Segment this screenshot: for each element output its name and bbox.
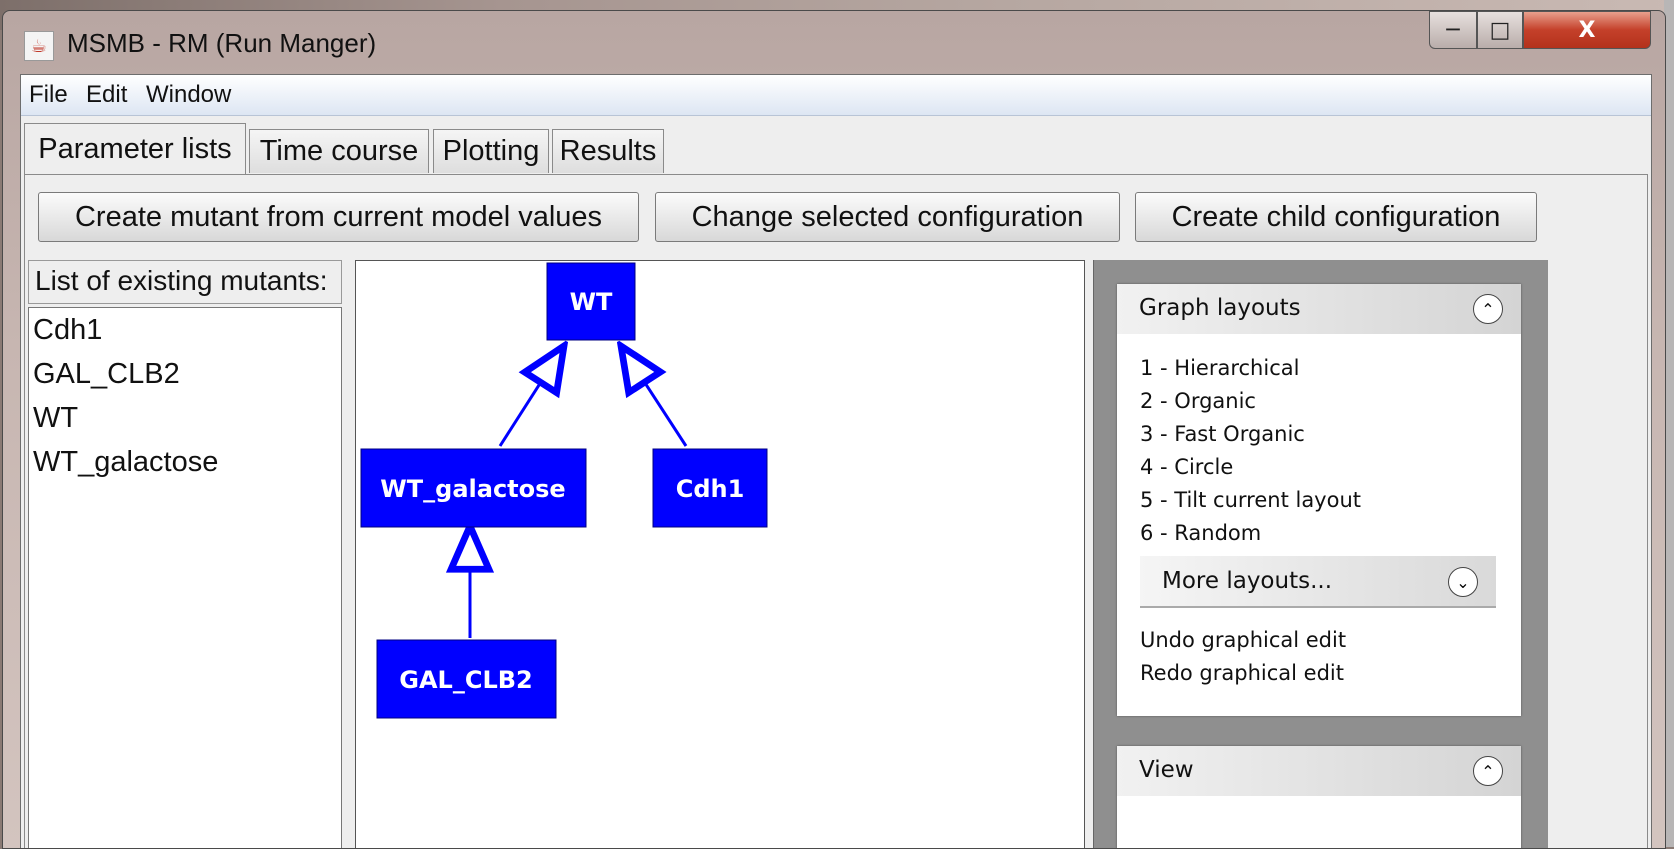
view-card: View ⌃: [1117, 746, 1521, 848]
mutant-list-header: List of existing mutants:: [28, 260, 342, 304]
layout-circle[interactable]: 4 - Circle: [1140, 455, 1234, 479]
configuration-graph[interactable]: WT WT_galactose Cdh1 GAL_CLB2: [355, 260, 1085, 849]
graph-layouts-title: Graph layouts: [1139, 295, 1301, 321]
layout-organic[interactable]: 2 - Organic: [1140, 389, 1256, 413]
tab-plotting[interactable]: Plotting: [433, 129, 549, 173]
tab-time-course[interactable]: Time course: [249, 129, 429, 173]
layout-fast-organic[interactable]: 3 - Fast Organic: [1140, 422, 1305, 446]
maximize-button[interactable]: □: [1477, 11, 1523, 49]
edge-wtgalactose-wt[interactable]: [498, 346, 564, 447]
list-item[interactable]: WT_galactose: [33, 446, 219, 478]
title-bar[interactable]: ☕ MSMB - RM (Run Manger) ─ □ X: [3, 11, 1665, 75]
list-item[interactable]: WT: [33, 402, 79, 434]
svg-text:WT_galactose: WT_galactose: [380, 475, 565, 503]
graph-layouts-header[interactable]: Graph layouts ⌃: [1117, 284, 1521, 334]
parameter-lists-panel: Create mutant from current model values …: [24, 174, 1648, 849]
mutant-list[interactable]: Cdh1 GAL_CLB2 WT WT_galactose: [28, 307, 342, 848]
mutant-list-panel: List of existing mutants: Cdh1 GAL_CLB2 …: [28, 260, 344, 848]
expand-icon[interactable]: ⌄: [1448, 567, 1478, 597]
svg-text:GAL_CLB2: GAL_CLB2: [399, 666, 532, 694]
java-app-icon[interactable]: ☕: [24, 31, 54, 61]
more-layouts-section[interactable]: More layouts... ⌄: [1140, 556, 1496, 608]
tab-results[interactable]: Results: [552, 129, 664, 173]
window-title: MSMB - RM (Run Manger): [67, 28, 377, 58]
task-pane: Graph layouts ⌃ 1 - Hierarchical 2 - Org…: [1093, 260, 1548, 848]
collapse-icon[interactable]: ⌃: [1473, 756, 1503, 786]
edge-cdh1-wt[interactable]: [621, 346, 688, 447]
menu-window[interactable]: Window: [146, 81, 232, 108]
tab-parameter-lists[interactable]: Parameter lists: [24, 123, 246, 175]
layout-random[interactable]: 6 - Random: [1140, 521, 1262, 545]
graph-node-gal-clb2[interactable]: GAL_CLB2: [376, 639, 557, 719]
redo-graphical-edit[interactable]: Redo graphical edit: [1140, 661, 1344, 685]
svg-text:Cdh1: Cdh1: [676, 475, 745, 503]
menu-file[interactable]: File: [29, 81, 68, 108]
graph-node-wt[interactable]: WT: [546, 262, 636, 341]
create-child-configuration-button[interactable]: Create child configuration: [1135, 192, 1537, 242]
svg-text:WT: WT: [570, 288, 613, 316]
minimize-button[interactable]: ─: [1429, 11, 1477, 49]
graph-node-wt-galactose[interactable]: WT_galactose: [360, 448, 587, 528]
change-configuration-button[interactable]: Change selected configuration: [655, 192, 1120, 242]
layout-tilt[interactable]: 5 - Tilt current layout: [1140, 488, 1362, 512]
layout-hierarchical[interactable]: 1 - Hierarchical: [1140, 356, 1300, 380]
list-item[interactable]: GAL_CLB2: [33, 358, 180, 390]
view-header[interactable]: View ⌃: [1117, 746, 1521, 796]
menu-edit[interactable]: Edit: [86, 81, 128, 108]
graph-node-cdh1[interactable]: Cdh1: [652, 448, 768, 528]
create-mutant-button[interactable]: Create mutant from current model values: [38, 192, 639, 242]
tab-strip: Parameter lists Time course Plotting Res…: [21, 115, 1651, 175]
close-button[interactable]: X: [1523, 11, 1651, 49]
desktop-edge: [1664, 0, 1674, 847]
view-title: View: [1139, 757, 1194, 783]
window-client: File Edit Window Parameter lists Time co…: [20, 74, 1652, 849]
more-layouts-label: More layouts...: [1162, 568, 1333, 594]
graph-layouts-card: Graph layouts ⌃ 1 - Hierarchical 2 - Org…: [1117, 284, 1521, 716]
menu-bar: File Edit Window: [21, 75, 1651, 116]
undo-graphical-edit[interactable]: Undo graphical edit: [1140, 628, 1347, 652]
list-item[interactable]: Cdh1: [33, 314, 103, 346]
app-window: ☕ MSMB - RM (Run Manger) ─ □ X File Edit…: [2, 10, 1666, 849]
collapse-icon[interactable]: ⌃: [1473, 294, 1503, 324]
graph-canvas[interactable]: WT WT_galactose Cdh1 GAL_CLB2: [356, 261, 1084, 849]
